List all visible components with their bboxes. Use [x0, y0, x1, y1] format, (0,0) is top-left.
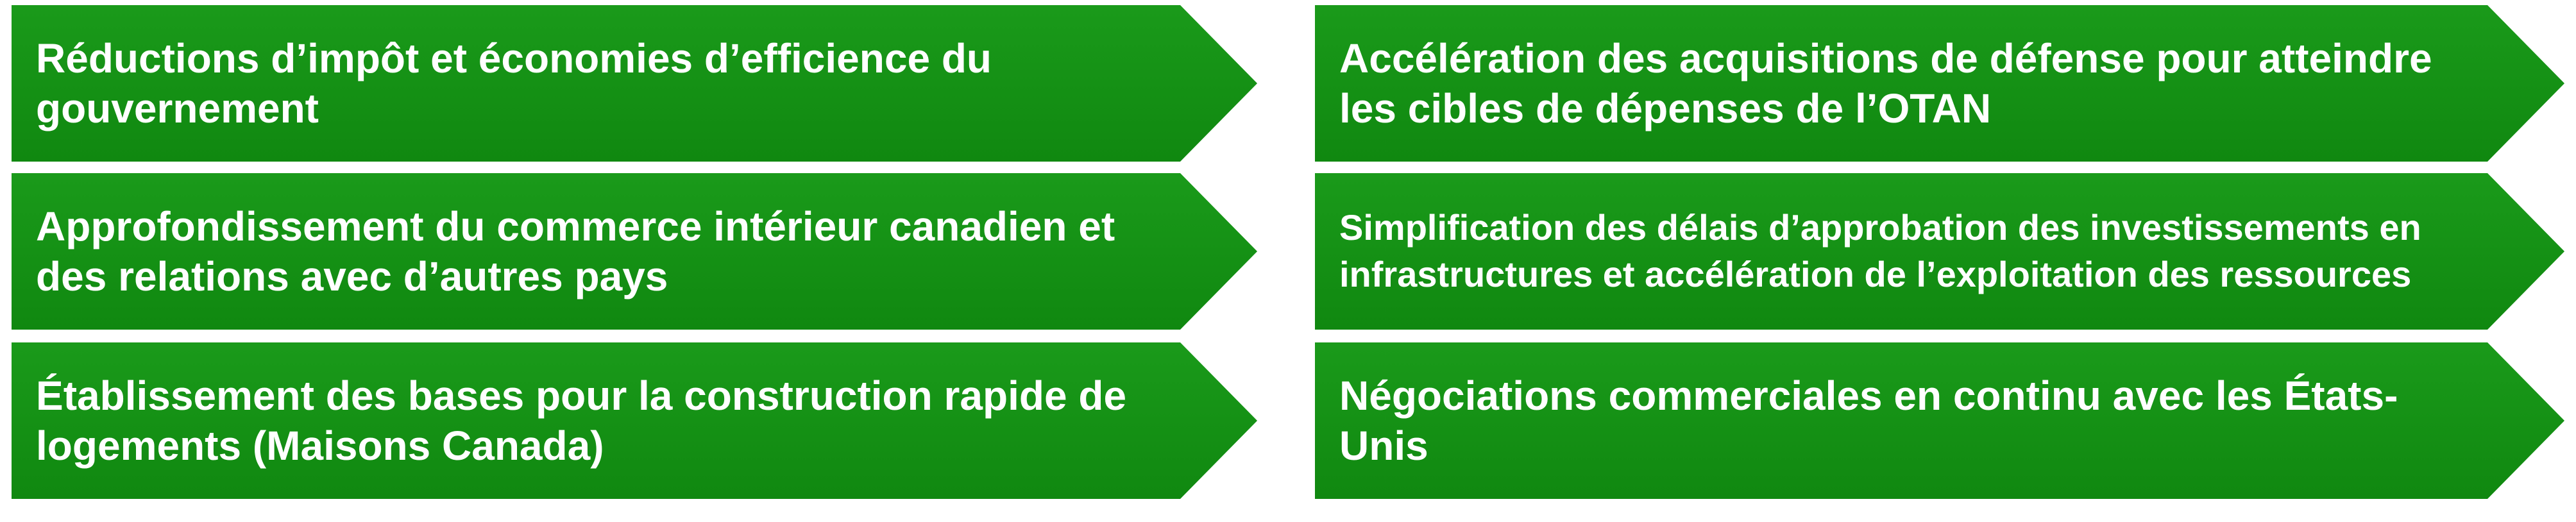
arrow-tax-cuts: Réductions d’impôt et économies d’effici…: [12, 5, 1257, 162]
arrow-label: Simplification des délais d’approbation …: [1339, 207, 2421, 294]
arrow-infrastructure-approvals: Simplification des délais d’approbation …: [1315, 173, 2564, 330]
arrow-defence-procurement: Accélération des acquisitions de défense…: [1315, 5, 2564, 162]
arrow-shape: [12, 5, 1257, 162]
arrow-label: Accélération des acquisitions de défense…: [1339, 35, 2432, 131]
arrow-us-trade-negotiations: Négociations commerciales en continu ave…: [1315, 342, 2564, 499]
arrow-internal-trade: Approfondissement du commerce intérieur …: [12, 173, 1257, 330]
arrow-housing: Établissement des bases pour la construc…: [12, 342, 1257, 499]
arrow-shape: [1315, 5, 2564, 162]
arrow-shape: [12, 173, 1257, 330]
arrow-label: Approfondissement du commerce intérieur …: [36, 203, 1115, 299]
arrow-shape: [1315, 342, 2564, 499]
arrow-label: Négociations commerciales en continu ave…: [1339, 372, 2398, 469]
arrow-shape: [12, 342, 1257, 499]
arrow-label: Établissement des bases pour la construc…: [36, 372, 1127, 469]
arrow-shape: [1315, 173, 2564, 330]
arrow-label: Réductions d’impôt et économies d’effici…: [36, 35, 992, 131]
